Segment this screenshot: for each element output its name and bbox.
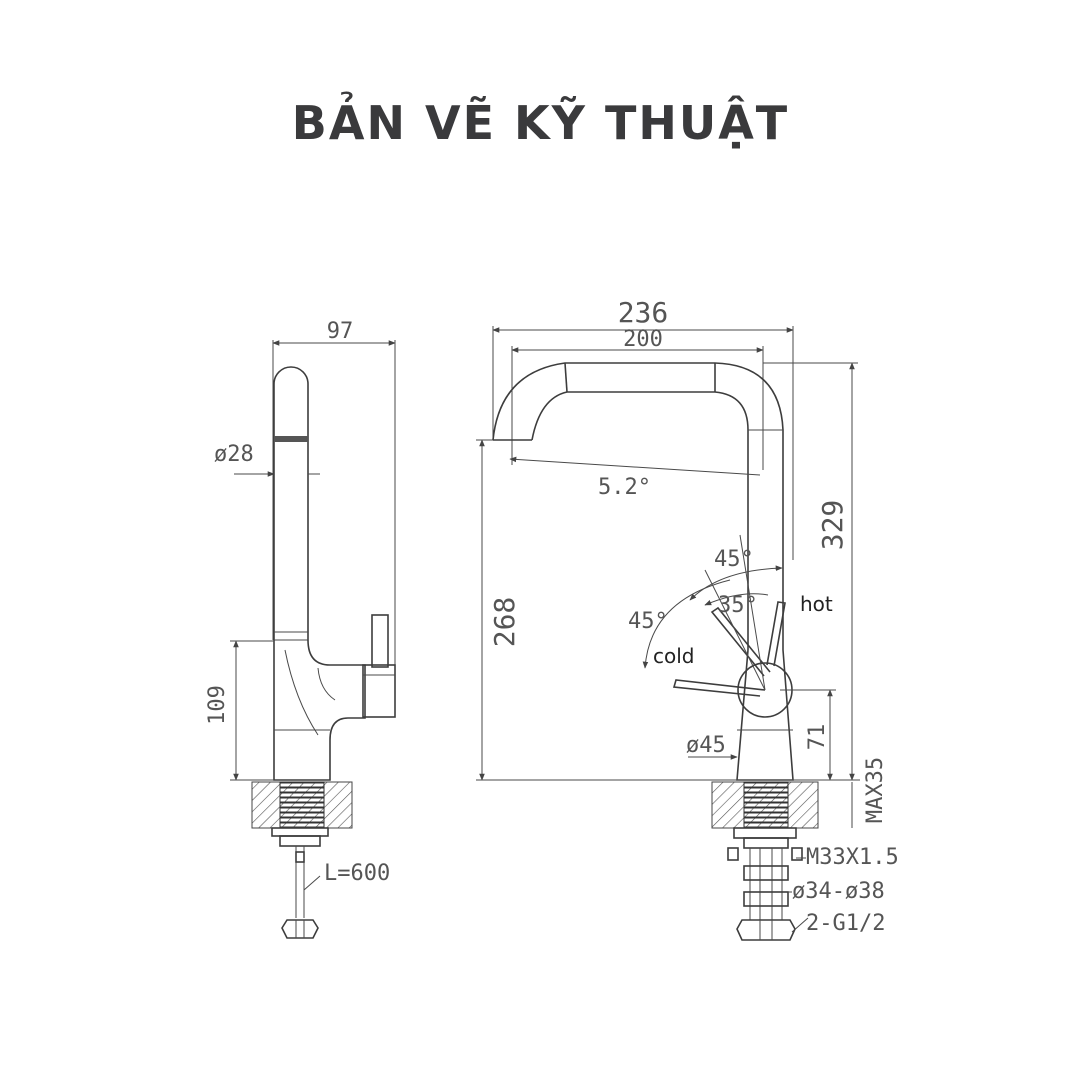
dim-lower-height: 109 [205,685,230,725]
page-title: BẢN VẼ KỸ THUẬT [291,96,790,150]
dim-handle-angle-upper: 45° [714,547,754,572]
dim-spout-reach: 200 [623,327,663,352]
dim-spout-angle: 5.2° [598,475,651,500]
dim-spout-height: 268 [488,597,521,648]
dim-thread: M33X1.5 [806,845,899,870]
dim-body-diameter: ø45 [686,733,726,758]
cold-label: cold [653,644,694,668]
hot-label: hot [800,592,833,616]
dim-total-height: 329 [816,500,849,551]
dim-handle-angle-lower: 45° [628,609,668,634]
dim-handle-height: 71 [805,724,830,751]
dim-hose-length: L=600 [324,861,390,886]
dim-handle-angle-inner: 35° [718,593,758,618]
dim-total-reach: 236 [618,296,669,329]
dim-hose-thread: 2-G1/2 [806,911,885,936]
dim-pipe-diameter: ø28 [214,442,254,467]
front-view: 236 200 5.2° 329 268 [476,296,899,941]
dim-hole-diameter: ø34-ø38 [792,879,885,904]
side-view: 97 ø28 109 L= [205,319,396,939]
dim-side-width: 97 [327,319,354,344]
dim-max-deck-thickness: MAX35 [863,757,888,823]
